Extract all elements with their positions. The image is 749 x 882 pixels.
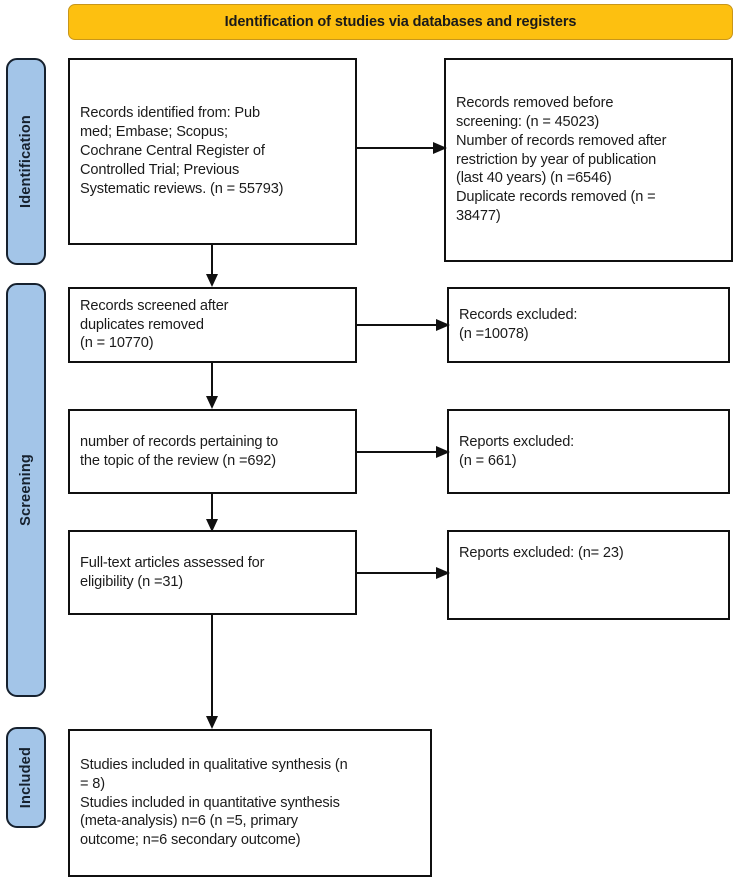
node-reports-excluded-2: Reports excluded: (n= 23) (447, 530, 730, 620)
node-records-identified-text: Records identified from: Pub med; Embase… (80, 105, 284, 197)
diagram-title-banner: Identification of studies via databases … (68, 4, 733, 40)
arrow-screened-to-excluded (357, 317, 450, 333)
node-reports-excluded-1: Reports excluded: (n = 661) (447, 409, 730, 494)
node-records-screened: Records screened after duplicates remove… (68, 287, 357, 363)
stage-rail-identification: Identification (6, 58, 46, 265)
node-records-pertaining-text: number of records pertaining to the topi… (80, 433, 279, 469)
node-fulltext-assessed-text: Full-text articles assessed for eligibil… (80, 554, 265, 590)
node-records-pertaining: number of records pertaining to the topi… (68, 409, 357, 494)
node-reports-excluded-1-text: Reports excluded: (n = 661) (459, 433, 575, 469)
stage-rail-identification-label: Identification (18, 114, 34, 209)
stage-rail-included: Included (6, 727, 46, 828)
node-records-excluded: Records excluded: (n =10078) (447, 287, 730, 363)
node-reports-excluded-2-text: Reports excluded: (n= 23) (459, 545, 624, 561)
node-studies-included: Studies included in qualitative synthesi… (68, 729, 432, 877)
arrow-pertaining-to-excluded (357, 444, 450, 460)
arrow-identified-to-screened (204, 245, 220, 287)
stage-rail-included-label: Included (18, 746, 34, 809)
arrow-pertaining-to-fulltext (204, 494, 220, 532)
node-records-removed-before-screening-text: Records removed before screening: (n = 4… (456, 94, 667, 225)
diagram-title: Identification of studies via databases … (224, 14, 577, 30)
stage-rail-screening: Screening (6, 283, 46, 697)
node-records-screened-text: Records screened after duplicates remove… (80, 297, 229, 352)
arrow-screened-to-pertaining (204, 363, 220, 409)
arrow-identified-to-removed (357, 140, 447, 156)
node-records-excluded-text: Records excluded: (n =10078) (459, 307, 578, 342)
node-studies-included-text: Studies included in qualitative synthesi… (80, 756, 348, 849)
node-records-removed-before-screening: Records removed before screening: (n = 4… (444, 58, 733, 262)
node-records-identified: Records identified from: Pub med; Embase… (68, 58, 357, 245)
arrow-fulltext-to-excluded (357, 565, 450, 581)
node-fulltext-assessed: Full-text articles assessed for eligibil… (68, 530, 357, 615)
stage-rail-screening-label: Screening (18, 454, 34, 526)
arrow-fulltext-to-included (204, 615, 220, 729)
